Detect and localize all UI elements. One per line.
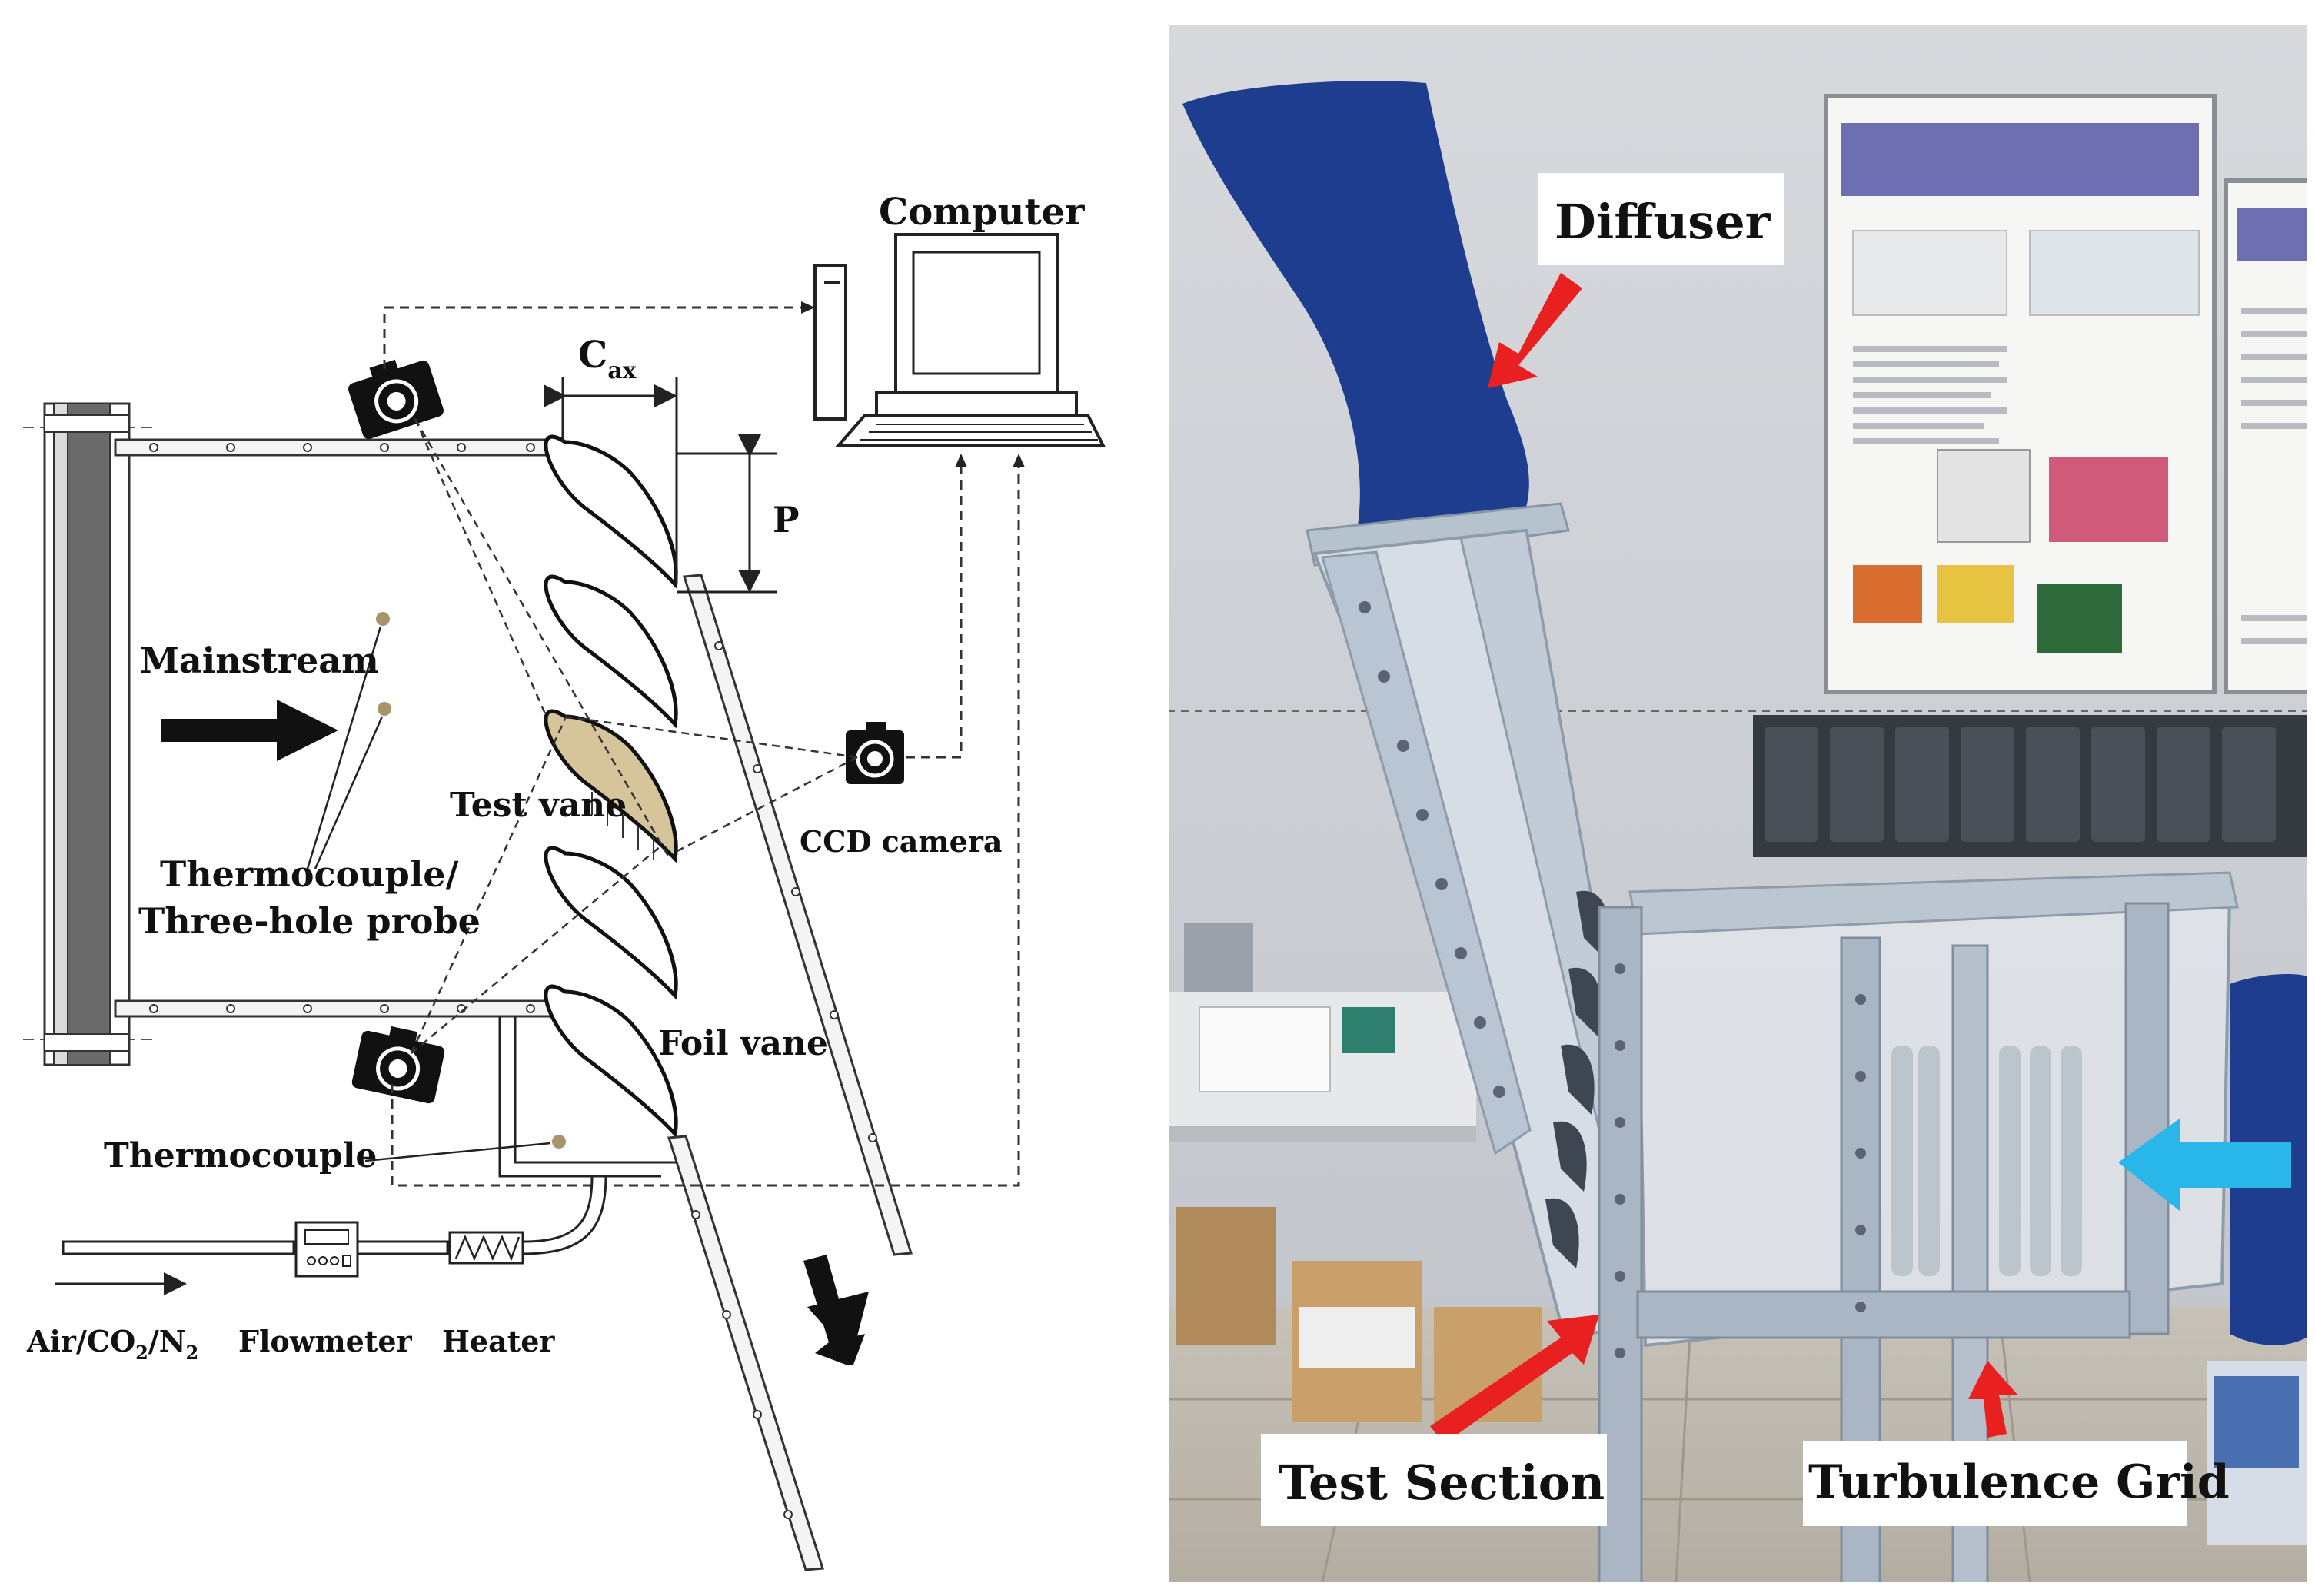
- diffuser-red-arrow: [1488, 273, 1582, 388]
- diffuser-label: Diffuser: [1555, 194, 1771, 250]
- tailboard-lower: [667, 1135, 824, 1571]
- turbulence-grid-red-arrow: [1968, 1361, 2018, 1438]
- bottom-wall: [114, 999, 563, 1018]
- thermocouple-dot-2: [378, 702, 391, 716]
- diffuser-shape: [1182, 81, 1529, 531]
- coolant-plenum: [498, 1016, 677, 1178]
- mainstream-label: Mainstream: [140, 640, 379, 681]
- test-vane-label: Test vane: [450, 786, 627, 825]
- photo-vane-blades: [1545, 890, 1610, 1268]
- outlet-arrowhead: [807, 1292, 869, 1357]
- inflow-cyan-arrow: [2118, 1119, 2291, 1211]
- thermocouple-dot-1: [376, 612, 390, 626]
- pointer-line-2: [314, 716, 384, 869]
- top-wall: [114, 438, 563, 457]
- thermocouple-dot-3: [552, 1135, 566, 1149]
- arrowhead-camera-up: [955, 454, 967, 467]
- heater-icon: [448, 1231, 524, 1265]
- rig-photo: Diffuser Test Section Turbulence Grid: [1169, 25, 2307, 1582]
- duct-bolt-holes: [1359, 601, 1505, 1098]
- schematic-diagram: Computer Cax P Mainstream Test vane CCD …: [23, 191, 1106, 1571]
- vane-cascade: [544, 434, 678, 1139]
- poster-main: [1824, 94, 2217, 694]
- duct-left-rail: [1321, 550, 1532, 1155]
- poster-side: [2224, 178, 2307, 694]
- pitch-label: P: [773, 499, 800, 540]
- turbulence-grid-label-box: [1803, 1441, 2187, 1526]
- turbulence-grid-rods: [1891, 1046, 2082, 1276]
- flowmeter-icon: [294, 1221, 359, 1278]
- foil-vane-4: [544, 984, 678, 1139]
- computer-icon: [813, 233, 1106, 447]
- cax-label: Cax: [578, 334, 637, 384]
- pointer-line-1: [306, 626, 382, 869]
- pointer-line-3: [364, 1142, 551, 1162]
- camera-view-lines: [410, 418, 858, 1054]
- signal-lines: [383, 306, 1020, 1187]
- turbulence-grid-label: Turbulence Grid: [1808, 1455, 2230, 1509]
- tailboard-upper: [683, 574, 913, 1256]
- test-vane-shape: [544, 709, 678, 863]
- foil-vane-2: [544, 574, 678, 729]
- computer-label: Computer: [879, 191, 1085, 234]
- thermocouple-probe-label-2: Three-hole probe: [138, 900, 481, 942]
- foil-vane-label: Foil vane: [658, 1024, 828, 1063]
- air-co2-n2-label: Air/CO2/N2: [26, 1324, 198, 1364]
- frame-bolt-holes: [1615, 963, 1866, 1358]
- camera-ccd-icon: [846, 722, 904, 784]
- heater-label: Heater: [442, 1324, 555, 1358]
- flowmeter-label: Flowmeter: [238, 1324, 413, 1358]
- camera-bottom-icon: [351, 1026, 445, 1104]
- pitch-dimension: [677, 434, 777, 594]
- thermocouple-label: Thermocouple: [104, 1136, 377, 1175]
- thermocouple-probe-label-1: Thermocouple/: [160, 853, 459, 895]
- mainstream-arrow: [161, 700, 338, 761]
- test-section-label-box: [1261, 1434, 1607, 1526]
- foil-vane-3: [544, 846, 678, 1000]
- cax-dimension: [544, 377, 678, 584]
- test-section-red-arrow: [1430, 1315, 1599, 1444]
- cardboard-boxes: [1176, 1207, 2307, 1545]
- test-vane-hatch: [591, 792, 654, 860]
- ccd-camera-label: CCD camera: [800, 824, 1002, 859]
- inlet-chamber: [43, 402, 131, 1066]
- foil-vane-1: [544, 434, 678, 589]
- camera-top-icon: [348, 359, 444, 440]
- test-section-label: Test Section: [1279, 1455, 1605, 1511]
- desk: [1169, 923, 1476, 1142]
- arrowhead-computer-in: [801, 301, 815, 314]
- diffuser-label-box: [1538, 173, 1784, 265]
- arrowhead-thermo-up: [1013, 454, 1025, 467]
- wall-radiator: [1753, 715, 2307, 857]
